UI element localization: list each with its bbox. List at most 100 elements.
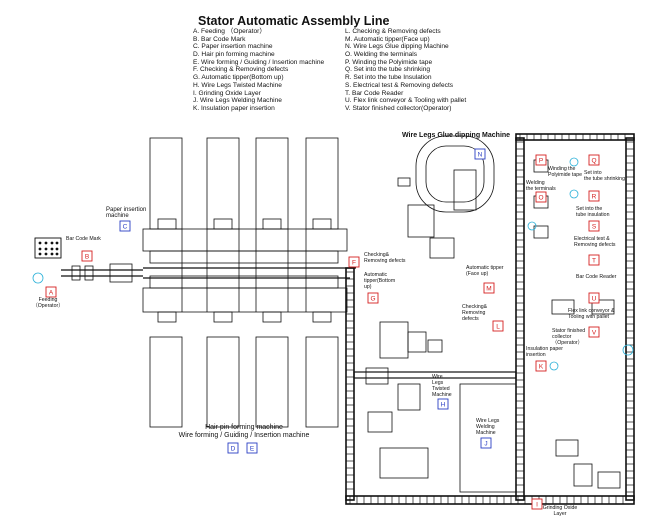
operator-icon xyxy=(527,221,537,231)
svg-text:F: F xyxy=(352,260,356,267)
svg-text:J: J xyxy=(484,441,487,448)
legend-item: L. Checking & Removing defects xyxy=(345,28,441,35)
hairpin-machine-bottom-2 xyxy=(206,336,240,428)
conveyor-middle-leg xyxy=(515,137,525,501)
insertion-row-top xyxy=(142,228,348,252)
label-hairpin: Hair pin forming machine xyxy=(205,424,283,431)
svg-text:E: E xyxy=(250,446,255,453)
legend-item: M. Automatic tipper(Face up) xyxy=(345,35,430,43)
svg-text:L: L xyxy=(496,324,500,331)
hairpin-machine-top-2 xyxy=(206,137,240,230)
station-mark-h: H xyxy=(437,398,449,410)
station-mark-j: J xyxy=(480,437,492,449)
station-mark-l: L xyxy=(492,320,504,332)
station-mark-f: F xyxy=(348,256,360,268)
station-mark-r: R xyxy=(588,190,600,202)
svg-text:D: D xyxy=(231,446,236,453)
svg-text:G: G xyxy=(370,296,375,303)
legend-item: K. Insulation paper insertion xyxy=(193,104,275,112)
station-mark-a: A xyxy=(45,286,57,298)
operator-icon xyxy=(32,272,44,284)
svg-text:N: N xyxy=(478,152,483,159)
station-mark-q: Q xyxy=(588,154,600,166)
legend-item: E. Wire forming / Guiding / Insertion ma… xyxy=(193,58,325,66)
svg-text:H: H xyxy=(441,402,446,409)
svg-text:T: T xyxy=(592,258,596,265)
station-mark-t: T xyxy=(588,254,600,266)
legend-item: B. Bar Code Mark xyxy=(193,35,246,43)
legend-right: L. Checking & Removing defects M. Automa… xyxy=(345,28,466,113)
station-mark-u: U xyxy=(588,292,600,304)
legend-item: G. Automatic tipper(Bottom up) xyxy=(193,74,284,82)
station-mark-g: G xyxy=(367,292,379,304)
svg-text:P: P xyxy=(539,158,543,165)
operator-icon xyxy=(569,157,579,167)
legend-item: P. Winding the Polyimide tape xyxy=(345,58,433,66)
hairpin-machine-bottom-4 xyxy=(305,336,339,428)
twisted-machine xyxy=(397,383,421,411)
operator-icon xyxy=(569,189,579,199)
legend-item: V. Stator finished collector(Operator) xyxy=(345,104,452,112)
glue-tank-1 xyxy=(407,204,435,238)
hairpin-machine-bottom-3 xyxy=(255,336,289,428)
checking-station-l xyxy=(379,321,409,359)
svg-text:R: R xyxy=(592,194,597,201)
svg-text:A: A xyxy=(49,290,54,297)
glue-tank-2 xyxy=(453,169,477,211)
label-feeding: Feeding（Operator） xyxy=(32,297,64,309)
operator-icon xyxy=(549,361,559,371)
legend-item: I. Grinding Oxide Layer xyxy=(193,89,261,97)
diagram-title: Stator Automatic Assembly Line xyxy=(198,14,390,28)
conveyor-right-leg xyxy=(625,137,635,501)
hairpin-machine-bottom-1 xyxy=(149,336,183,428)
legend-item: R. Set into the tube Insulation xyxy=(345,74,432,82)
label-wire-forming: Wire forming / Guiding / Insertion machi… xyxy=(178,432,310,439)
station-mark-c: C xyxy=(119,220,131,232)
svg-text:I: I xyxy=(536,502,538,509)
station-mark-b: B xyxy=(81,250,93,262)
legend-item: T. Bar Code Reader xyxy=(345,89,404,97)
svg-text:S: S xyxy=(592,224,597,231)
legend-item: Q. Set into the tube shrinking xyxy=(345,66,431,74)
insertion-row-bottom xyxy=(142,287,348,313)
station-mark-s: S xyxy=(588,220,600,232)
legend-item: F. Checking & Removing defects xyxy=(193,66,289,74)
legend-item: H. Wire Legs Twisted Machine xyxy=(193,81,282,89)
svg-text:C: C xyxy=(123,224,128,231)
station-mark-d: D xyxy=(227,442,239,454)
station-mark-v: V xyxy=(588,326,600,338)
station-mark-n: N xyxy=(474,148,486,160)
label-auto-tipper-m: Automatic tipper(Face up) xyxy=(466,265,504,277)
legend-item: D. Hair pin forming machine xyxy=(193,51,275,59)
svg-text:V: V xyxy=(592,330,597,337)
svg-text:K: K xyxy=(539,364,544,371)
glue-dipping-loop xyxy=(415,135,495,213)
legend-item: A. Feeding （Operator） xyxy=(193,28,266,35)
label-flex-link: Flex link conveyor &Tooling with pallet xyxy=(568,308,615,320)
legend-item: J. Wire Legs Welding Machine xyxy=(193,97,282,105)
station-mark-i: I xyxy=(531,498,543,510)
station-mark-e: E xyxy=(246,442,258,454)
grinding-machine xyxy=(379,447,429,479)
svg-text:O: O xyxy=(538,195,543,202)
svg-text:M: M xyxy=(486,286,491,293)
welding-machine xyxy=(459,383,517,493)
legend-item: O. Welding the terminals xyxy=(345,51,418,59)
operator-icon xyxy=(622,344,634,356)
station-mark-m: M xyxy=(483,282,495,294)
station-mark-k: K xyxy=(535,360,547,372)
svg-text:U: U xyxy=(592,296,597,303)
station-mark-p: P xyxy=(535,154,547,166)
legend-left: A. Feeding （Operator） B. Bar Code Mark C… xyxy=(193,28,324,113)
label-bar-code-mark: Bar Code Mark xyxy=(66,236,101,242)
